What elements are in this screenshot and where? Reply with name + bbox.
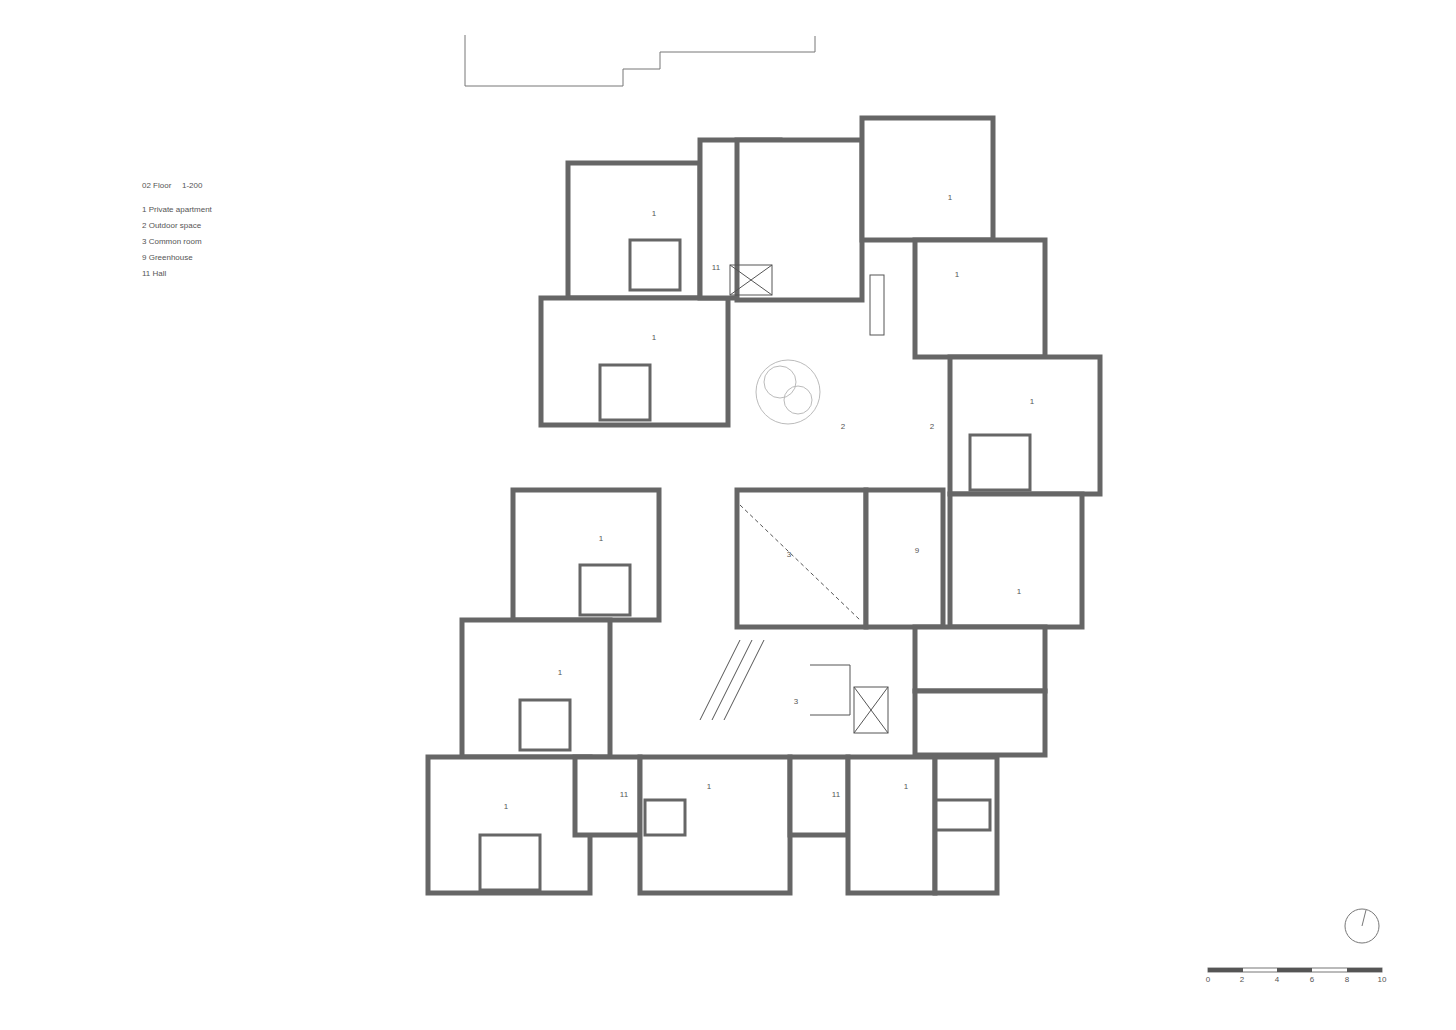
room-number: 2: [841, 423, 845, 431]
scale-note: 1-200: [182, 182, 202, 190]
scale-number: 0: [1206, 976, 1210, 984]
north-needle: [1362, 910, 1366, 926]
room-number: 1: [652, 334, 656, 342]
plan-title: 02 Floor: [142, 182, 171, 190]
room-number: 1: [1017, 588, 1021, 596]
room-number: 1: [652, 210, 656, 218]
room-number: 1: [1030, 398, 1034, 406]
room-number: 1: [948, 194, 952, 202]
room-number: 1: [707, 783, 711, 791]
legend-line: 11 Hall: [142, 270, 166, 278]
legend-line: 1 Private apartment: [142, 206, 212, 214]
room-number: 3: [787, 551, 791, 559]
legend-line: 2 Outdoor space: [142, 222, 201, 230]
room-number: 11: [620, 791, 628, 799]
room-number: 1: [558, 669, 562, 677]
stairs-lift: [700, 265, 888, 733]
room-number: 11: [712, 264, 720, 272]
scale-number: 4: [1275, 976, 1279, 984]
room-number: 3: [794, 698, 798, 706]
room-number: 11: [832, 791, 840, 799]
room-number: 1: [599, 535, 603, 543]
partitions: [480, 240, 1030, 890]
north-arrow: [1345, 909, 1379, 943]
room-number: 1: [904, 783, 908, 791]
room-number: 2: [930, 423, 934, 431]
scale-bar: [1208, 968, 1382, 972]
tree: [756, 360, 820, 424]
scale-number: 8: [1345, 976, 1349, 984]
legend-line: 9 Greenhouse: [142, 254, 193, 262]
walls: [428, 118, 1100, 893]
scale-number: 10: [1378, 976, 1387, 984]
scale-fill: [1208, 968, 1382, 972]
room-number: 1: [504, 803, 508, 811]
scale-number: 6: [1310, 976, 1314, 984]
room-number: 1: [955, 271, 959, 279]
site-line: [465, 35, 815, 86]
legend-line: 3 Common room: [142, 238, 202, 246]
scale-number: 2: [1240, 976, 1244, 984]
room-number: 9: [915, 547, 919, 555]
